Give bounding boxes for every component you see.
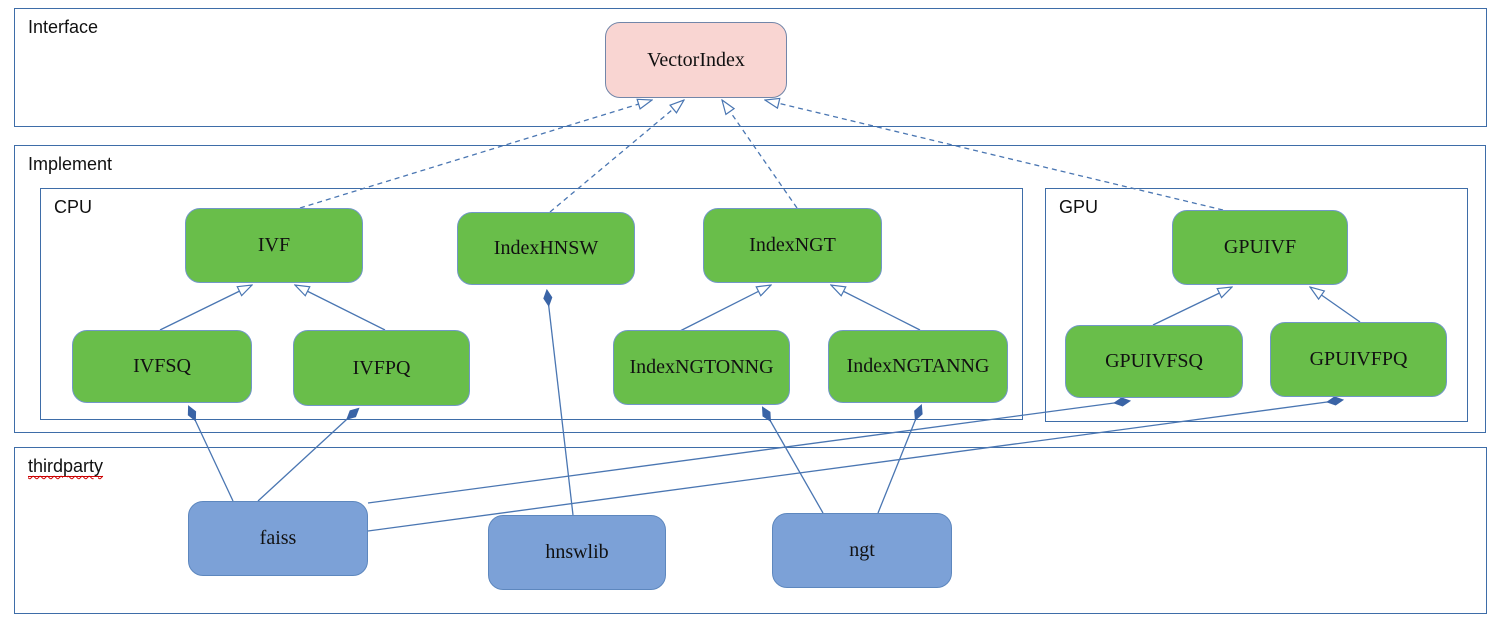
node-ivfpq: IVFPQ [293, 330, 470, 406]
node-hnswlib-label: hnswlib [545, 541, 609, 563]
edge-faiss-composes-gpuivfpq [367, 400, 1342, 532]
edge-ivfpq-extends-ivf [295, 285, 386, 331]
edge-ngt-composes-indexngtonng [763, 408, 824, 514]
edge-faiss-composes-ivfpq [257, 409, 358, 502]
node-indexngt-label: IndexNGT [749, 234, 836, 256]
node-faiss-label: faiss [259, 527, 297, 549]
node-ivf-label: IVF [257, 234, 291, 256]
node-gpuivfsq-label: GPUIVFSQ [1105, 350, 1203, 372]
node-indexngt: IndexNGT [703, 208, 882, 283]
node-hnswlib: hnswlib [488, 515, 666, 590]
node-ivfpq-label: IVFPQ [352, 356, 411, 379]
edge-gpuivfsq-extends-gpuivf [1152, 287, 1232, 326]
node-gpuivf-label: GPUIVF [1223, 236, 1297, 258]
container-implement-label: Implement [28, 154, 113, 174]
edge-gpuivfpq-extends-gpuivf [1310, 287, 1361, 323]
node-indexngtanng-label: IndexNGTANNG [846, 355, 990, 377]
node-vectorindex: VectorIndex [605, 22, 787, 98]
edge-indexhnsw-realizes-vectorindex [549, 100, 684, 213]
node-gpuivfpq-label: GPUIVFPQ [1309, 348, 1408, 370]
edge-indexngtanng-extends-indexngt [831, 285, 921, 331]
node-ivfsq: IVFSQ [72, 330, 252, 403]
node-vectorindex-label: VectorIndex [647, 48, 745, 71]
container-gpu: GPU [1045, 188, 1468, 422]
edge-hnswlib-composes-indexhnsw [547, 291, 574, 516]
node-ivf: IVF [185, 208, 363, 283]
node-gpuivfsq: GPUIVFSQ [1065, 325, 1243, 398]
container-thirdparty-label: thirdparty [28, 456, 104, 477]
node-ivfsq-label: IVFSQ [133, 355, 191, 377]
container-implement: Implement [14, 145, 1486, 433]
node-ngt-label: ngt [849, 539, 875, 561]
node-faiss: faiss [188, 501, 368, 576]
container-interface-label: Interface [28, 17, 99, 37]
container-thirdparty: thirdparty [14, 447, 1487, 614]
node-gpuivfpq: GPUIVFPQ [1270, 322, 1447, 397]
edge-faiss-composes-gpuivfsq [367, 401, 1129, 504]
node-ngt: ngt [772, 513, 952, 588]
node-indexngtonng-label: IndexNGTONNG [629, 356, 774, 378]
edge-indexngtonng-extends-indexngt [679, 285, 771, 332]
node-indexhnsw-label: IndexHNSW [493, 237, 599, 259]
node-indexngtanng: IndexNGTANNG [828, 330, 1008, 403]
edge-indexngt-realizes-vectorindex [722, 100, 798, 209]
container-cpu: CPU [40, 188, 1023, 420]
node-indexhnsw: IndexHNSW [457, 212, 635, 285]
edge-faiss-composes-ivfsq [189, 407, 234, 502]
container-cpu-label: CPU [54, 197, 93, 217]
node-gpuivf: GPUIVF [1172, 210, 1348, 285]
edge-ivfsq-extends-ivf [159, 285, 252, 331]
container-gpu-label: GPU [1059, 197, 1099, 217]
edge-gpuivf-realizes-vectorindex [765, 100, 1224, 211]
container-interface: Interface [14, 8, 1487, 127]
edge-ngt-composes-indexngtanng [877, 406, 921, 514]
container-thirdparty-label-text: thirdparty [28, 456, 104, 477]
node-indexngtonng: IndexNGTONNG [613, 330, 790, 405]
edge-ivf-realizes-vectorindex [299, 100, 652, 209]
